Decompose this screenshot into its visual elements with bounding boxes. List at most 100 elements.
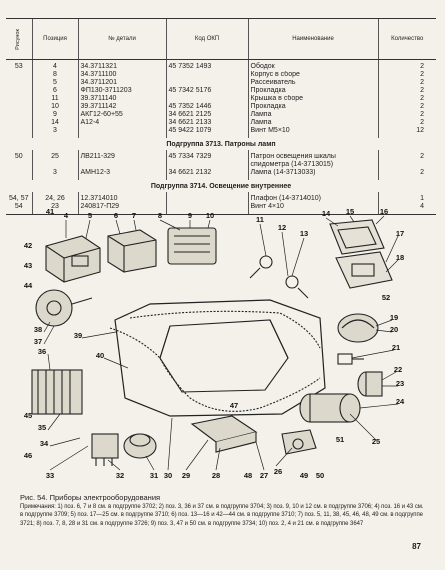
cell-qty: 2 <box>377 169 436 180</box>
callout-label: 22 <box>394 365 402 374</box>
car-wiring-harness <box>109 327 321 412</box>
cell-name: Корпус в сборе <box>247 71 378 79</box>
cell-name: Лампа (14-3713033) <box>247 169 378 180</box>
callout-label: 14 <box>322 209 331 218</box>
callout-label: 26 <box>274 467 282 476</box>
callout-label: 25 <box>372 437 380 446</box>
interior-lamp-part <box>329 219 385 255</box>
callout-label: 4 <box>64 211 69 220</box>
callout-label: 39 <box>74 331 82 340</box>
car-wiring-harness-2 <box>129 310 321 349</box>
cell-qty: 2 <box>377 119 436 127</box>
callout-label: 8 <box>158 211 162 220</box>
cell-name: Рассеиватель <box>247 79 378 87</box>
callout-label: 12 <box>278 223 286 232</box>
cell-part-no: 39.3711142 <box>77 103 166 111</box>
leader-lines <box>43 215 399 471</box>
callout-label: 29 <box>182 471 190 480</box>
callout-label: 37 <box>34 337 42 346</box>
cell-name: Винт 4×10 <box>247 203 378 215</box>
subgroup-title: Подгруппа 3713. Патроны ламп <box>166 141 276 148</box>
sensor-part <box>281 429 317 455</box>
cell-name: Винт М5×10 <box>247 127 378 138</box>
callout-label: 28 <box>212 471 220 480</box>
cell-position: 9 <box>31 111 78 119</box>
header-okp: Код ОКП <box>165 18 248 60</box>
cell-position: 4 <box>31 59 78 71</box>
cell-part-no: 34.3711321 <box>77 59 166 71</box>
cell-figure <box>6 103 32 111</box>
callout-label: 42 <box>24 241 32 250</box>
cell-position: 5 <box>31 79 78 87</box>
cell-part-no: А12-4 <box>77 119 166 127</box>
callout-label: 5 <box>88 211 92 220</box>
callout-label: 34 <box>40 439 49 448</box>
callout-label: 16 <box>380 208 388 216</box>
cell-position: 11 <box>31 95 78 103</box>
cell-qty: 2 <box>377 103 436 111</box>
callout-label: 31 <box>150 471 158 480</box>
cell-name: Лампа <box>247 119 378 127</box>
flat-module-part <box>190 415 258 453</box>
callout-label: 24 <box>396 397 405 406</box>
page-number: 87 <box>412 542 421 551</box>
control-module-part <box>167 227 217 265</box>
cell-name: Прокладка <box>247 103 378 111</box>
cell-part-no: 34.3711201 <box>77 79 166 87</box>
cell-qty: 2 <box>377 111 436 119</box>
figure-notes: Примечания: 1) поз. 6, 7 и 8 см. в подгр… <box>20 503 424 527</box>
electrical-equipment-illustration: 4567891011121314151617181920212223242526… <box>24 208 405 480</box>
cell-figure: 54 <box>6 203 32 215</box>
cell-name: Ободок <box>247 59 378 71</box>
cell-figure <box>6 119 32 127</box>
cell-qty: 2 <box>377 71 436 79</box>
cell-qty: 2 <box>377 95 436 103</box>
header-part-no: № детали <box>77 18 166 60</box>
cell-position: 3 <box>31 127 78 138</box>
cell-position: 14 <box>31 119 78 127</box>
subgroup-title: Подгруппа 3714. Освещение внутреннее <box>150 183 292 190</box>
relay-block-part <box>45 235 101 283</box>
buzzer-part <box>123 433 157 459</box>
callout-label: 50 <box>316 471 324 480</box>
connector-part <box>249 255 309 299</box>
cell-qty: 2 <box>377 87 436 95</box>
cell-figure: 50 <box>14 153 23 160</box>
callout-label: 49 <box>300 471 308 480</box>
cell-position: 3 <box>31 169 78 180</box>
callout-label: 27 <box>260 471 268 480</box>
car-windshield-line <box>159 319 289 359</box>
cell-qty: 2 <box>377 59 436 71</box>
callout-label: 32 <box>116 471 124 480</box>
callout-label: 30 <box>164 471 172 480</box>
cell-part-no: 39.3711140 <box>77 95 166 103</box>
callout-label: 44 <box>24 281 33 290</box>
callout-label: 52 <box>382 293 390 302</box>
callout-label: 19 <box>390 313 398 322</box>
header-name: Наименование <box>247 18 378 60</box>
car-body-outline <box>114 299 326 417</box>
callout-label: 21 <box>392 343 400 352</box>
cell-okp: 34 6621 2125 <box>165 111 248 119</box>
cell-figure <box>6 71 32 79</box>
lamp-holder-part <box>335 251 393 289</box>
cell-position: 25 <box>31 150 78 169</box>
cell-name: Крышка в сборе <box>247 95 378 103</box>
finned-block-part <box>31 369 83 415</box>
cell-okp <box>165 79 248 87</box>
callout-label: 20 <box>390 325 398 334</box>
cell-qty: 2 <box>377 150 436 169</box>
cell-part-no: 12.3714010 <box>77 192 166 203</box>
header-figure: Рисунок <box>6 18 32 60</box>
